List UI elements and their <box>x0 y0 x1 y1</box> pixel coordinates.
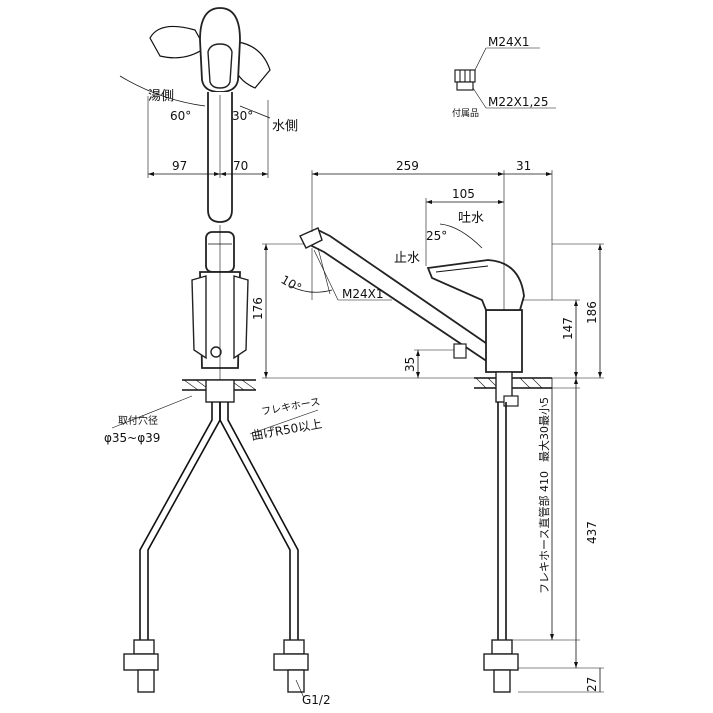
arrow <box>262 172 268 176</box>
label-angle-60: 60° <box>170 109 191 123</box>
hose-cold-outer <box>227 402 299 640</box>
fitting-side <box>491 639 513 655</box>
arc-25 <box>439 223 483 249</box>
label-m24x1-top: M24X1 <box>488 35 529 49</box>
arrow <box>312 172 318 176</box>
arrow <box>148 172 154 176</box>
dim-97: 97 <box>172 159 187 173</box>
fitting-side-tail <box>493 669 511 693</box>
dim-35: 35 <box>403 357 417 372</box>
front-view: 取付穴径 φ35~φ39 フレキホース 曲げR50以上 G1/2 <box>104 225 331 707</box>
hose-cold-inner <box>219 402 291 640</box>
label-m24x1-spout: M24X1 <box>342 287 383 301</box>
label-spout-water: 吐水 <box>458 211 484 226</box>
mount-shank <box>205 379 235 403</box>
label-g12: G1/2 <box>302 693 331 707</box>
arrow <box>550 634 554 640</box>
label-bend-radius: 曲げR50以上 <box>250 417 323 443</box>
arrow <box>598 372 602 378</box>
label-mount-hole: 取付穴径 <box>118 414 158 427</box>
arrow <box>416 372 420 378</box>
handle-grip <box>207 43 233 89</box>
label-thickness: 最大30最小5 <box>537 397 551 462</box>
dim-259: 259 <box>396 159 419 173</box>
arrow <box>574 300 578 306</box>
label-mount-hole-value: φ35~φ39 <box>104 431 160 445</box>
leader-m24-spout <box>313 249 339 301</box>
dim-437: 437 <box>585 521 599 544</box>
counter-hatch <box>183 379 257 391</box>
handle-ghost-hot <box>149 25 206 59</box>
dim-70: 70 <box>233 159 248 173</box>
arc-10 <box>289 285 333 293</box>
label-flex-hose: フレキホース <box>260 396 321 418</box>
mounting-screw <box>210 346 222 358</box>
label-flex-hose-length: フレキホース直管部 410 <box>537 471 551 594</box>
fitting-side-nut <box>483 653 519 671</box>
spout-arm-side <box>300 228 498 364</box>
hose-hot-outer <box>139 402 213 640</box>
label-hot-side: 湯側 <box>148 89 174 104</box>
handle-edge <box>435 265 489 273</box>
dim-27: 27 <box>585 677 599 692</box>
faucet-body-side <box>485 309 523 373</box>
fitting-hot-tail <box>137 669 155 693</box>
arrow <box>416 350 420 356</box>
label-cold-side: 水側 <box>272 119 298 134</box>
dim-186: 186 <box>585 301 599 324</box>
dim-176: 176 <box>251 297 265 320</box>
fitting-cold <box>283 639 305 655</box>
label-stop-water: 止水 <box>394 251 420 266</box>
dim-105: 105 <box>452 187 475 201</box>
label-m22x125: M22X1,25 <box>488 95 549 109</box>
leader-m24 <box>474 47 487 71</box>
fitting-cold-tail <box>287 669 305 693</box>
arrow <box>574 372 578 378</box>
arc-hot <box>119 75 206 107</box>
arc-cold <box>239 105 271 119</box>
side-nozzle <box>453 343 467 359</box>
arrow <box>220 172 226 176</box>
arrow <box>264 372 268 378</box>
arrow <box>214 172 220 176</box>
side-view: 259 31 105 吐水 25° 止水 10° M24X1 176 35 <box>251 159 604 693</box>
fitting-hot <box>133 639 155 655</box>
leader-flex-hose <box>249 409 319 435</box>
arrow <box>498 172 504 176</box>
dim-147: 147 <box>561 317 575 340</box>
counter-hatch-side <box>475 377 543 389</box>
handle-side-right <box>233 275 249 360</box>
top-view: 湯側 水側 60° 30° 97 70 <box>119 7 298 223</box>
arrow <box>498 200 504 204</box>
dim-31: 31 <box>516 159 531 173</box>
leader-mount-hole <box>111 395 193 429</box>
fitting-hot-nut <box>123 653 159 671</box>
fitting-cold-nut <box>273 653 309 671</box>
arrow <box>574 662 578 668</box>
arrow <box>574 378 578 384</box>
handle-side-left <box>191 275 207 360</box>
label-accessory: 付属品 <box>452 108 479 119</box>
arrow <box>598 244 602 250</box>
label-angle-30: 30° <box>232 109 253 123</box>
leader-m22 <box>472 87 487 109</box>
handle-side <box>426 259 525 311</box>
arrow <box>546 172 552 176</box>
label-angle-25: 25° <box>426 229 447 243</box>
arrow <box>426 200 432 204</box>
lock-nut <box>503 395 519 407</box>
arrow <box>264 244 268 250</box>
adapter-bottom <box>456 81 474 91</box>
leader-g12 <box>295 679 305 699</box>
label-angle-10: 10° <box>279 272 304 295</box>
accessory-adapter: M24X1 M22X1,25 付属品 <box>452 35 556 119</box>
